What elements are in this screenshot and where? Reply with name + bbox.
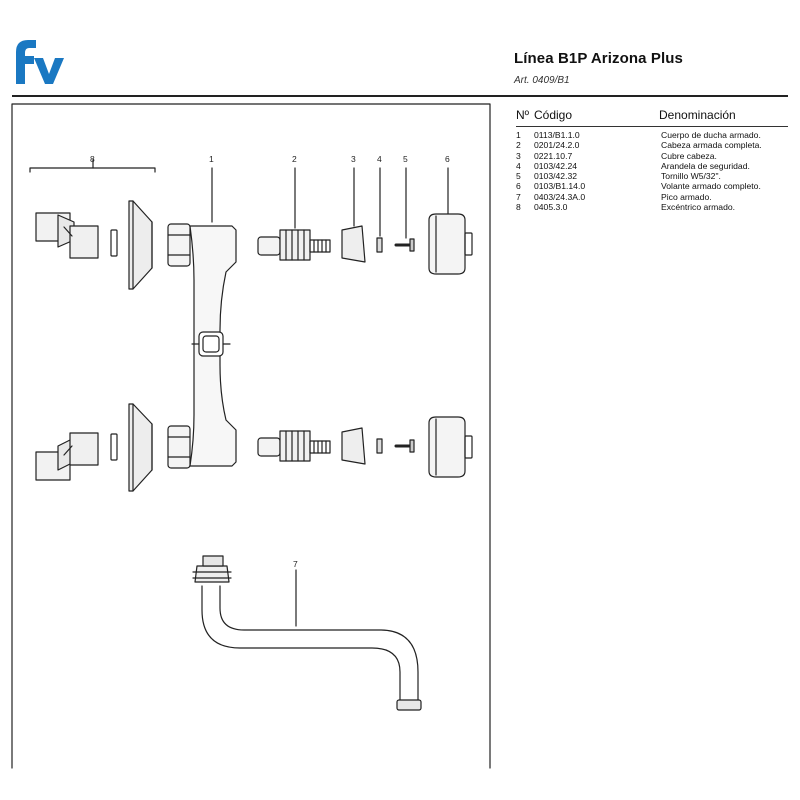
row-name: Excéntrico armado.: [661, 202, 736, 213]
label-1: 1: [209, 154, 214, 164]
label-5: 5: [403, 154, 408, 164]
washer-bottom-8: [110, 433, 118, 461]
table-row: 4 0103/42.24 Arandela de seguridad.: [516, 161, 788, 171]
row-name: Arandela de seguridad.: [661, 160, 750, 171]
row-name: Cubre cabeza.: [661, 150, 717, 161]
screw-bottom: [394, 439, 415, 453]
spout: [192, 555, 422, 711]
row-name: Cabeza armada completa.: [661, 140, 762, 151]
table-header-divider: [516, 126, 788, 127]
table-row: 3 0221.10.7 Cubre cabeza.: [516, 151, 788, 161]
row-number: 5: [516, 171, 521, 182]
row-code: 0201/24.2.0: [534, 140, 580, 151]
article-number: Art. 0409/B1: [514, 75, 570, 86]
eccentric-top: [35, 212, 99, 259]
washer-bottom-4: [376, 438, 383, 454]
header-code: Código: [534, 108, 573, 122]
table-row: 5 0103/42.32 Tornillo W5/32".: [516, 171, 788, 181]
parts-table: Nº Código Denominación 1 0113/B1.1.0 Cuerp…: [516, 108, 788, 212]
row-code: 0403/24.3A.0: [534, 191, 586, 202]
table-row: 1 0113/B1.1.0 Cuerpo de ducha armado.: [516, 130, 788, 140]
table-row: 7 0403/24.3A.0 Pico armado.: [516, 192, 788, 202]
row-name: Cuerpo de ducha armado.: [661, 130, 761, 140]
fv-logo: [16, 40, 64, 84]
row-name: Tornillo W5/32".: [661, 171, 721, 182]
row-number: 1: [516, 130, 521, 140]
row-number: 4: [516, 160, 521, 171]
label-6: 6: [445, 154, 450, 164]
label-3: 3: [351, 154, 356, 164]
screw-top: [394, 238, 415, 252]
row-name: Volante armado completo.: [661, 181, 761, 192]
bracket-8: [29, 167, 156, 173]
label-7: 7: [293, 559, 298, 569]
table-row: 2 0201/24.2.0 Cabeza armada completa.: [516, 140, 788, 150]
row-number: 7: [516, 191, 521, 202]
eccentric-bottom: [35, 432, 99, 481]
row-code: 0103/42.24: [534, 160, 578, 171]
header-divider: [12, 95, 788, 97]
washer-top-8: [110, 229, 118, 257]
cap-bottom: [341, 427, 366, 465]
row-number: 6: [516, 181, 521, 192]
row-code: 0221.10.7: [534, 150, 573, 161]
handle-bottom: [428, 416, 473, 478]
row-code: 0405.3.0: [534, 202, 568, 213]
row-number: 8: [516, 202, 521, 213]
table-row: 6 0103/B1.14.0 Volante armado completo.: [516, 181, 788, 191]
handle-top: [428, 213, 473, 275]
row-number: 2: [516, 140, 521, 151]
diagram-frame: [11, 103, 491, 769]
row-code: 0103/42.32: [534, 171, 578, 182]
row-code: 0113/B1.1.0: [534, 130, 580, 140]
cartridge-top: [257, 229, 331, 261]
label-8: 8: [90, 154, 95, 164]
label-2: 2: [292, 154, 297, 164]
table-body: 1 0113/B1.1.0 Cuerpo de ducha armado. 2 0201…: [516, 130, 788, 212]
washer-top-4: [376, 237, 383, 253]
table-row: 8 0405.3.0 Excéntrico armado.: [516, 202, 788, 212]
row-number: 3: [516, 150, 521, 161]
row-name: Pico armado.: [661, 191, 712, 202]
cap-top: [341, 225, 366, 263]
header-name: Denominación: [659, 108, 736, 122]
cartridge-bottom: [257, 430, 331, 462]
shower-body: [167, 223, 237, 469]
row-code: 0103/B1.14.0: [534, 181, 586, 192]
table-header: Nº Código Denominación: [516, 108, 788, 124]
page-title: Línea B1P Arizona Plus: [514, 50, 683, 67]
header-number: Nº: [516, 108, 530, 122]
label-4: 4: [377, 154, 382, 164]
